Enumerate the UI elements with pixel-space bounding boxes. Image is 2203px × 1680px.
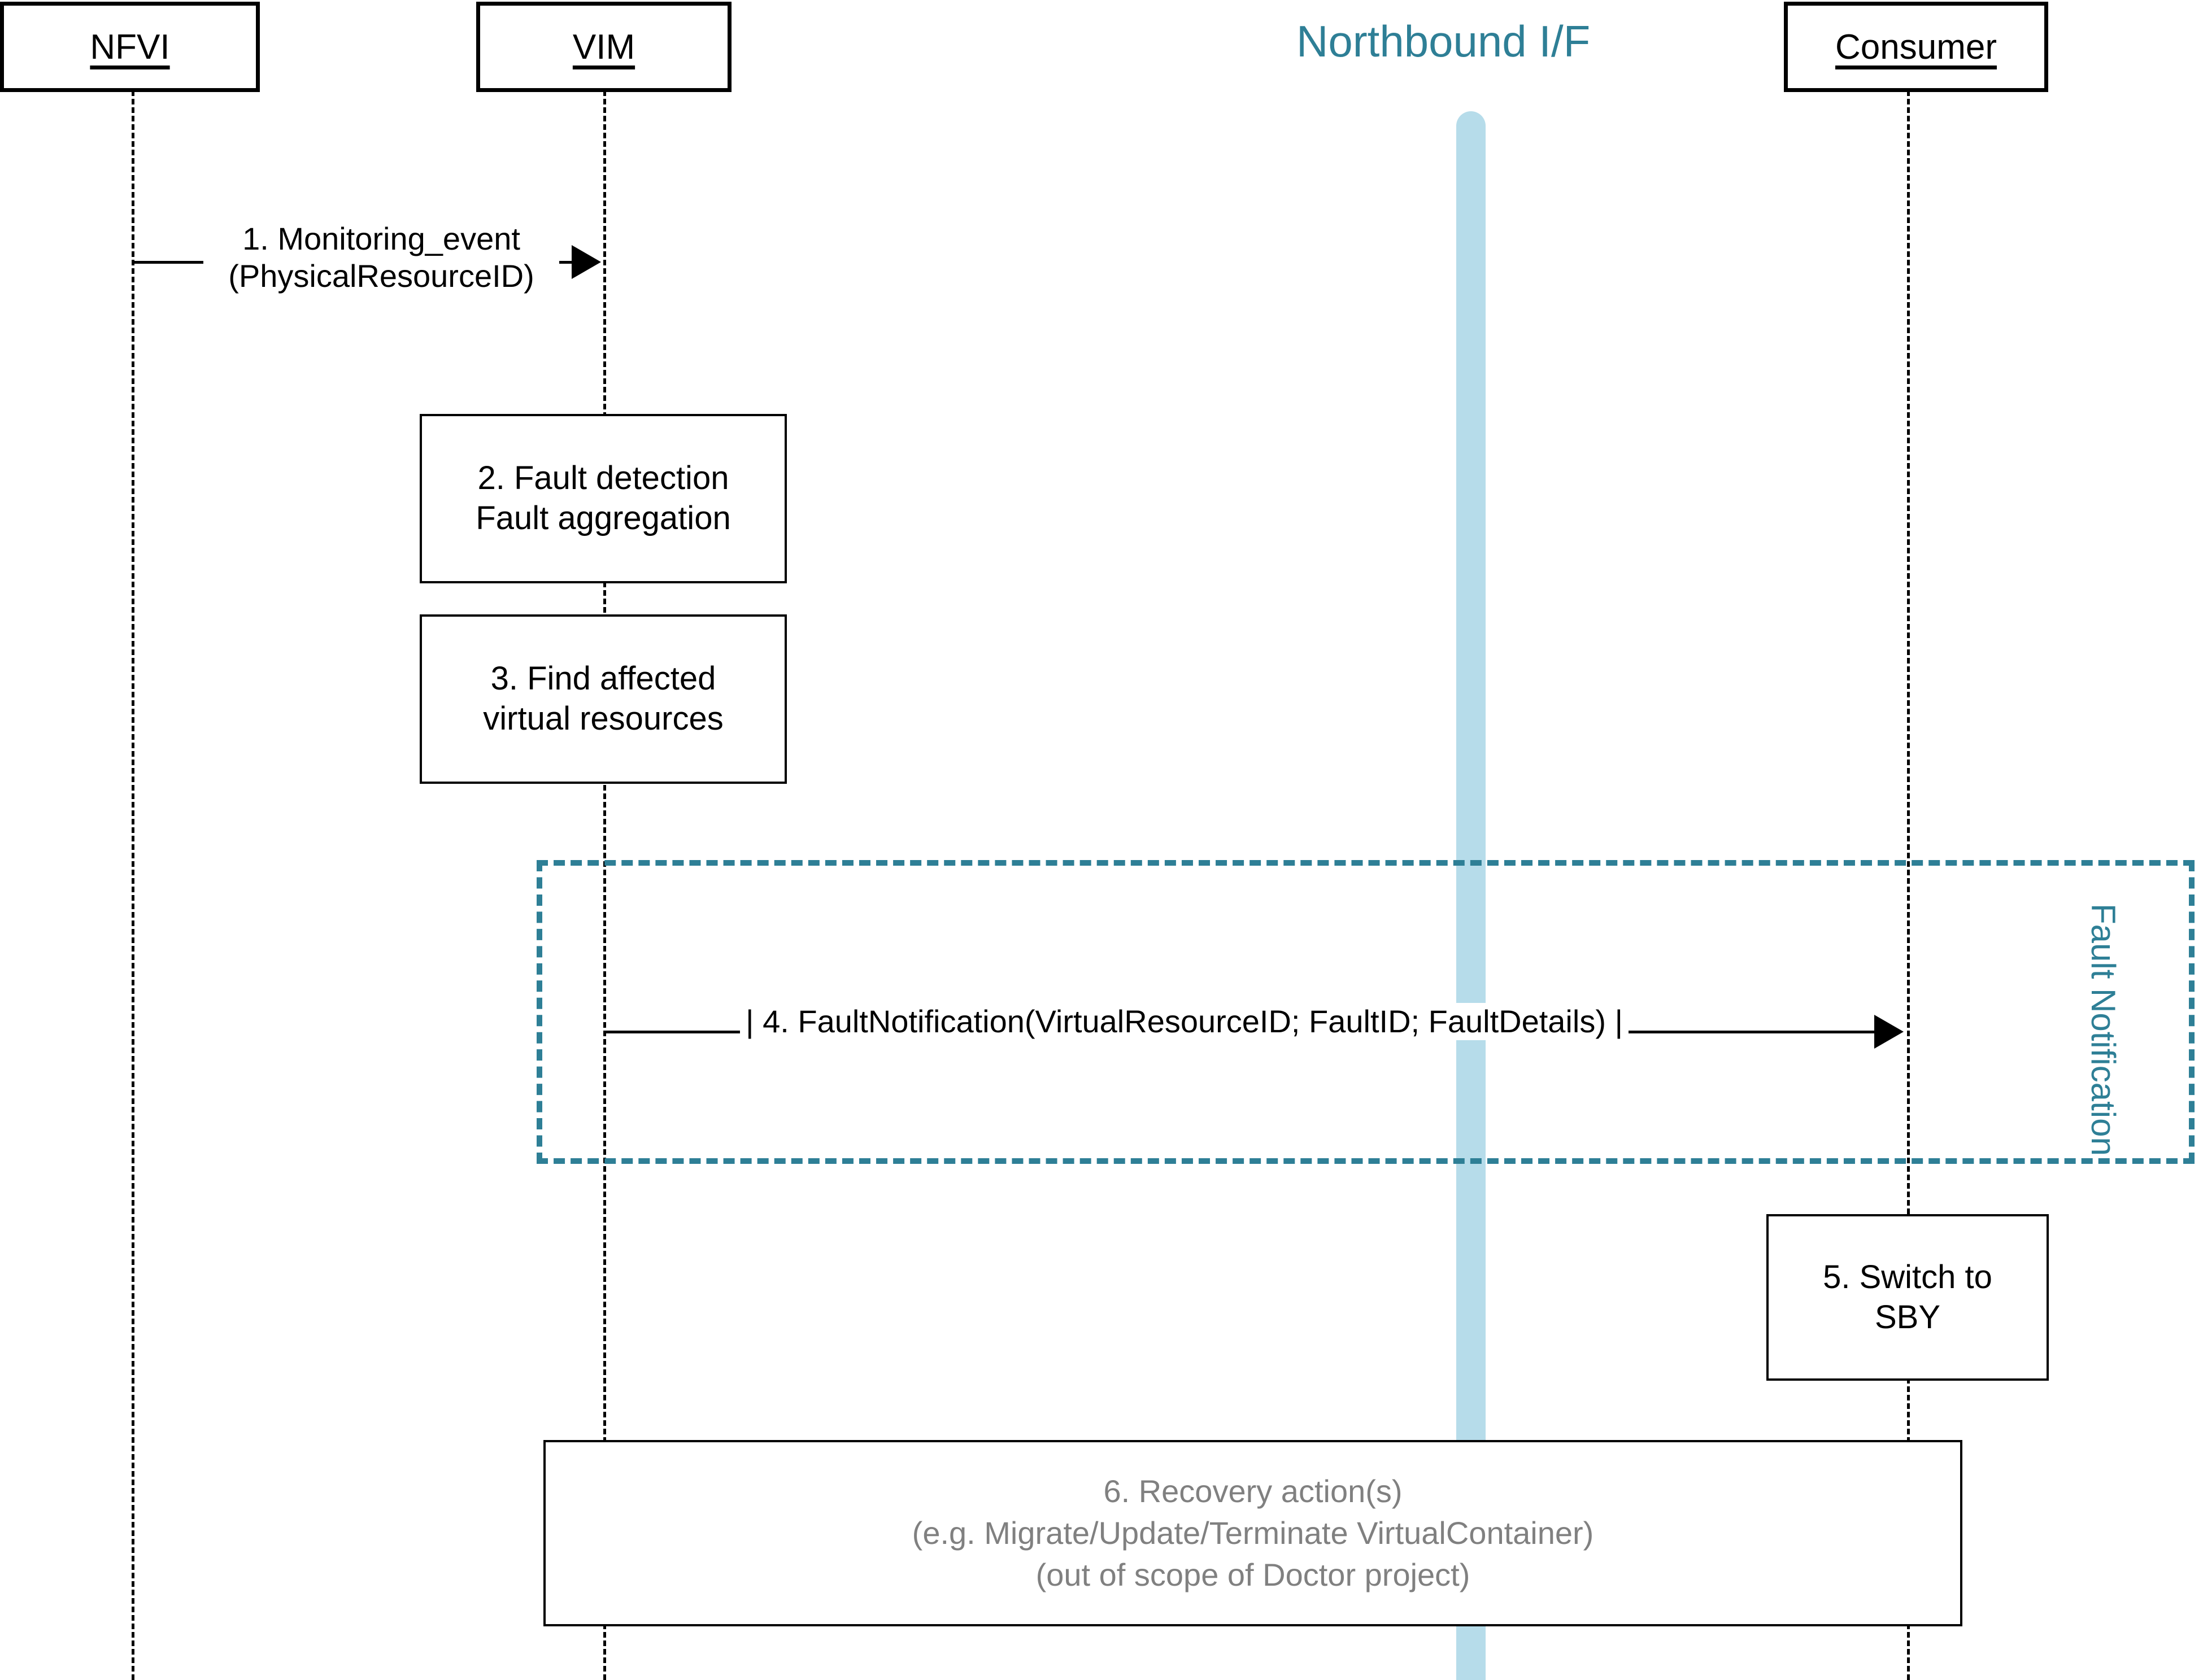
actor-box-consumer[interactable]: Consumer [1784,2,2048,92]
fault-notification-frame-label: Fault Notification [2038,904,2123,1156]
message-1-label: 1. Monitoring_event (PhysicalResourceID) [203,220,559,295]
fault-notification-frame [537,860,2195,1164]
northbound-interface-title: Northbound I/F [1296,16,1591,66]
recovery-line1: 6. Recovery action(s) [1103,1473,1403,1509]
activity-5-line2: SBY [1874,1298,1941,1336]
message-4-arrowhead [1874,1015,1904,1049]
activity-box-find-affected-resources[interactable]: 3. Find affected virtual resources [420,614,787,784]
actor-label-nfvi: NFVI [90,27,170,67]
activity-2-line2: Fault aggregation [476,500,731,536]
message-1-line1: 1. Monitoring_event [242,221,520,256]
activity-box-fault-detection[interactable]: 2. Fault detection Fault aggregation [420,414,787,583]
message-1-line2: (PhysicalResourceID) [228,258,534,294]
lifeline-nfvi [132,90,134,1680]
message-1-arrowhead [572,245,601,279]
recovery-actions-box[interactable]: 6. Recovery action(s) (e.g. Migrate/Upda… [543,1440,1962,1626]
activity-box-switch-to-sby[interactable]: 5. Switch to SBY [1766,1214,2049,1381]
recovery-line2: (e.g. Migrate/Update/Terminate VirtualCo… [912,1515,1594,1551]
frame-label-line2: Notification [2084,988,2122,1156]
activity-3-line2: virtual resources [483,700,724,737]
activity-5-line1: 5. Switch to [1823,1258,1992,1295]
message-4-text: | 4. FaultNotification(VirtualResourceID… [746,1003,1623,1039]
activity-3-line1: 3. Find affected [490,660,716,697]
actor-label-vim: VIM [572,27,635,67]
actor-box-vim[interactable]: VIM [476,2,732,92]
recovery-line3: (out of scope of Doctor project) [1035,1556,1470,1592]
lifeline-consumer [1907,90,1910,1680]
frame-label-line1: Fault [2084,904,2122,979]
activity-2-line1: 2. Fault detection [477,460,729,497]
lifeline-vim [603,90,606,1680]
actor-box-nfvi[interactable]: NFVI [0,2,260,92]
actor-label-consumer: Consumer [1835,27,1997,67]
message-4-label: | 4. FaultNotification(VirtualResourceID… [740,1003,1629,1041]
northbound-interface-bar [1456,111,1486,1680]
